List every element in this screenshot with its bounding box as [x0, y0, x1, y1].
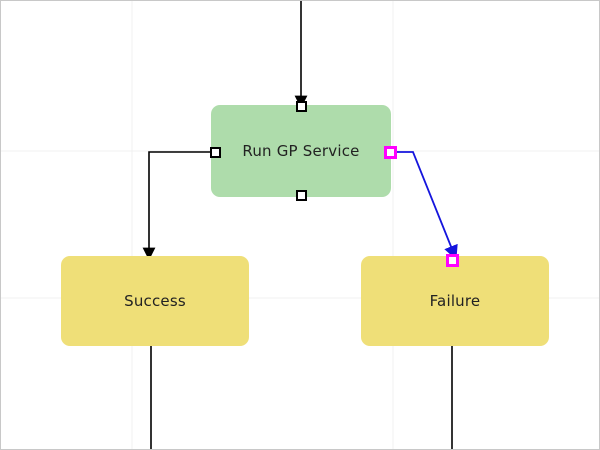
- connection-port-gp-right-port[interactable]: [383, 145, 397, 159]
- node-label-run-gp-service: Run GP Service: [242, 141, 360, 160]
- edge-edge-gp-to-success[interactable]: [142, 151, 215, 261]
- connection-port-failure-top-port[interactable]: [445, 253, 459, 267]
- node-success[interactable]: Success: [61, 256, 249, 346]
- connection-port-gp-top-port[interactable]: [295, 100, 307, 112]
- node-run-gp-service[interactable]: Run GP Service: [211, 105, 391, 197]
- connection-port-gp-left-port[interactable]: [209, 146, 221, 158]
- node-label-success: Success: [124, 291, 186, 310]
- connection-port-gp-bottom-port[interactable]: [295, 189, 307, 201]
- node-label-failure: Failure: [429, 291, 481, 310]
- node-failure[interactable]: Failure: [361, 256, 549, 346]
- edge-edge-gp-to-failure[interactable]: [397, 151, 458, 260]
